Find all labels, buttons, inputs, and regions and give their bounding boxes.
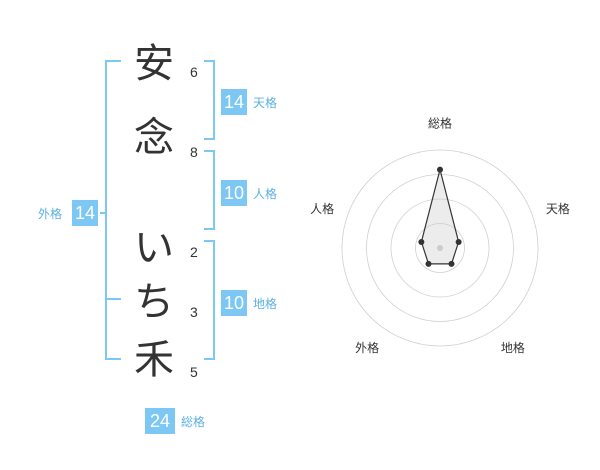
radar-axis-label-2: 天格 [546,201,570,216]
name-char-5: 禾 [134,337,174,383]
radar-point-2 [455,238,462,245]
radar-point-5 [418,238,425,245]
jinkaku-bracket-bottom [204,228,215,230]
chikaku-label: 地格 [253,297,278,311]
gaikaku-value-box: 14 [72,200,98,226]
gaikaku-bracket-bottom [105,358,121,360]
radar-center-dot [437,245,443,251]
radar-axis-label-5: 人格 [310,201,334,216]
jinkaku-bracket-vertical [213,150,215,230]
name-char-2: 念 [134,115,174,161]
radar-ring-3 [366,174,514,322]
chikaku-bracket-bottom [204,358,215,360]
radar-ring-1 [415,223,465,273]
stroke-count-3: 2 [190,244,198,260]
tenkaku-bracket-bottom [204,138,215,140]
radar-series-polygon [420,169,460,265]
tenkaku-bracket-vertical [213,60,215,140]
jinkaku-bracket-top [204,150,215,152]
gaikaku-label: 外格 [38,207,63,221]
stroke-count-5: 5 [190,364,198,380]
tenkaku-value-box: 14 [221,89,247,115]
gaikaku-bracket-mid [105,298,121,300]
soukaku-value-box: 24 [145,408,175,434]
radar-ring-2 [390,198,490,298]
gaikaku-bracket-vertical [105,60,107,360]
chikaku-value-box: 10 [221,290,247,316]
jinkaku-value-box: 10 [221,180,247,206]
radar-point-1 [437,166,443,173]
jinkaku-label: 人格 [253,187,278,201]
gaikaku-connector [100,212,106,214]
soukaku-label: 総格 [181,415,206,429]
stroke-count-4: 3 [190,304,198,320]
name-char-1: 安 [134,41,174,87]
name-char-4: ち [134,279,174,325]
tenkaku-label: 天格 [253,96,278,110]
radar-axis-label-3: 地格 [501,340,525,355]
name-char-3: い [134,225,174,271]
radar-point-4 [425,260,432,267]
gaikaku-bracket-top [105,60,121,62]
radar-axis-label-4: 外格 [355,340,379,355]
chikaku-bracket-top [204,240,215,242]
chikaku-bracket-vertical [213,240,215,360]
tenkaku-bracket-top [204,60,215,62]
stroke-count-2: 8 [190,144,198,160]
radar-axis-label-1: 総格 [428,116,452,131]
radar-point-3 [448,260,455,267]
stroke-count-1: 6 [190,64,198,80]
radar-ring-4 [341,149,539,347]
